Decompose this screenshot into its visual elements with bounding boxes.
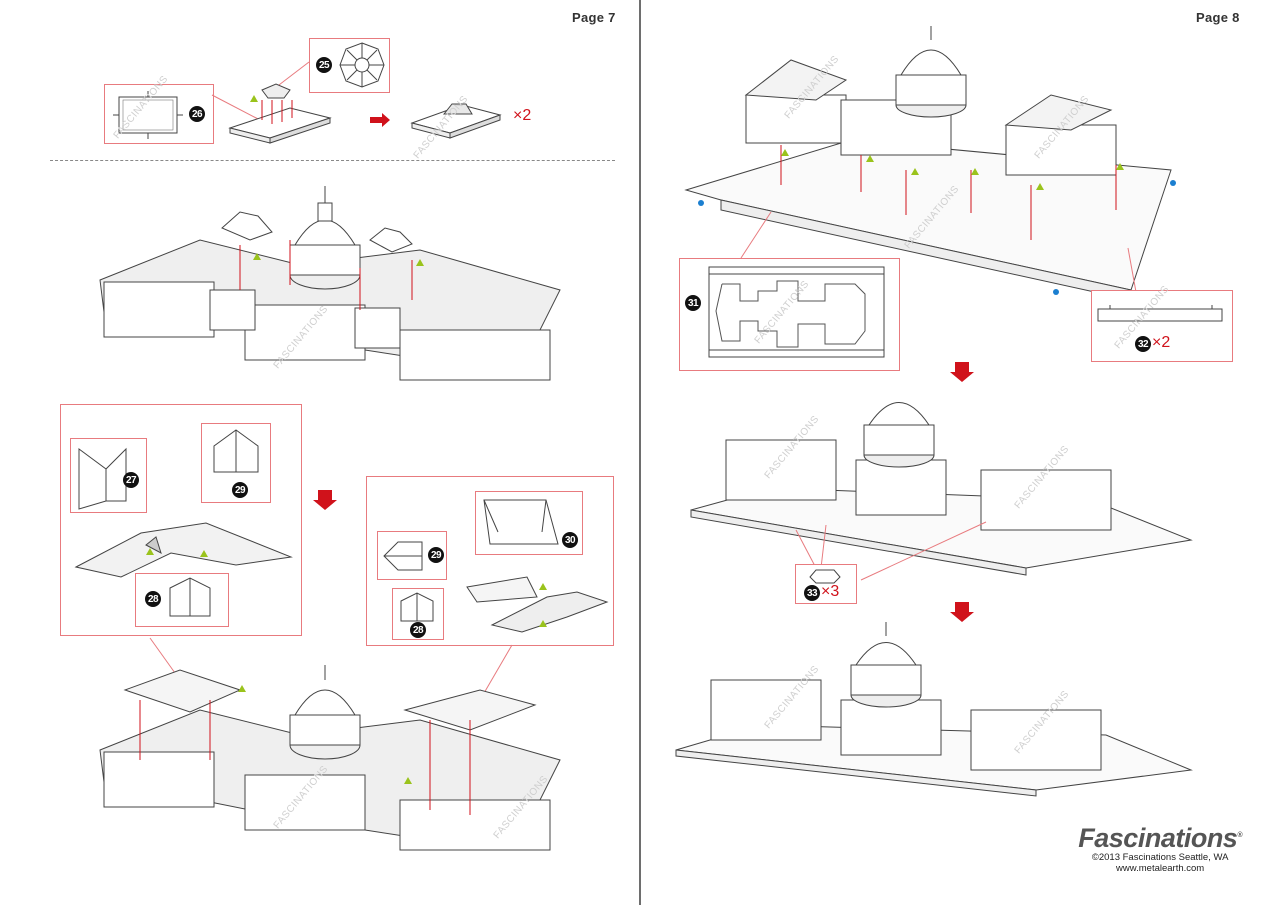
- part-33-callout: 33 ×3: [795, 564, 857, 604]
- step-25-26-diagram: [211, 61, 502, 144]
- part-32-callout: 32 ×2: [1091, 290, 1233, 362]
- part-number-badge: 28: [410, 622, 426, 638]
- page-7: Page 7 26 25: [50, 10, 616, 851]
- arrow-down-icon: [313, 490, 337, 510]
- part-number-badge: 31: [685, 295, 701, 311]
- part-29-callout: 29: [201, 423, 271, 503]
- page-number: Page 7: [572, 10, 616, 25]
- quantity-label: ×2: [1152, 334, 1171, 351]
- roof-subassembly-callout: 27 29 28: [60, 404, 302, 636]
- part-number-badge: 32: [1135, 336, 1151, 352]
- arrow-down-icon: [950, 602, 974, 622]
- copyright-text: ©2013 Fascinations Seattle, WA: [1091, 852, 1229, 863]
- dashed-separator: [50, 160, 615, 161]
- capitol-assembly-diagram: [99, 186, 561, 851]
- part-31-callout: 31: [679, 258, 900, 371]
- tab-marker-icon: [250, 95, 258, 102]
- part-number-badge: 25: [316, 57, 332, 73]
- part-26-callout: 26: [104, 84, 214, 144]
- part-28-callout-b: 28: [392, 588, 444, 640]
- arrow-down-icon: [950, 362, 974, 382]
- part-27-callout: 27: [70, 438, 147, 513]
- brand-logo: Fascinations®: [1078, 823, 1242, 853]
- part-number-badge: 29: [428, 547, 444, 563]
- page-number: Page 8: [1196, 10, 1240, 25]
- page-8: Page 8: [641, 0, 1280, 905]
- part-number-badge: 28: [145, 591, 161, 607]
- part-29-callout-b: 29: [377, 531, 447, 580]
- arrow-right-icon: [370, 113, 390, 127]
- capitol-base-assembly-diagram: [675, 26, 1193, 797]
- part-number-badge: 30: [562, 532, 578, 548]
- brand-block: Fascinations® ©2013 Fascinations Seattle…: [1078, 822, 1242, 874]
- roof-subassembly-callout-right: 30 29 28: [366, 476, 614, 646]
- website-link[interactable]: www.metalearth.com: [1116, 863, 1205, 874]
- part-number-badge: 29: [232, 482, 248, 498]
- part-28-callout: 28: [135, 573, 229, 627]
- part-number-badge: 27: [123, 472, 139, 488]
- part-25-outline: [339, 42, 385, 88]
- page-divider: [639, 0, 641, 905]
- part-number-badge: 33: [804, 585, 820, 601]
- quantity-label: ×2: [513, 107, 532, 124]
- part-26-outline: [113, 91, 183, 139]
- part-25-callout: 25: [309, 38, 390, 93]
- part-number-badge: 26: [189, 106, 205, 122]
- quantity-label: ×3: [821, 583, 840, 600]
- part-30-callout: 30: [475, 491, 583, 555]
